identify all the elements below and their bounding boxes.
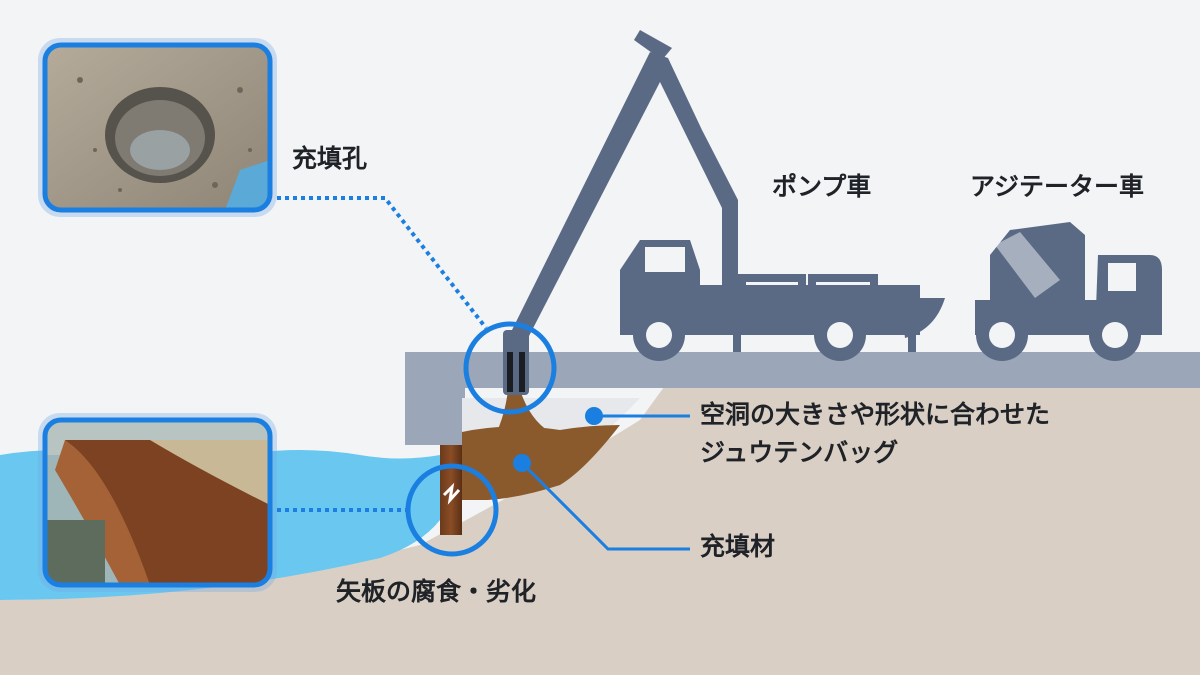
callout-circle-hole — [463, 321, 557, 415]
ground — [0, 365, 1200, 675]
pump-truck — [620, 240, 945, 361]
filling-material — [462, 425, 620, 500]
label-filling-material: 充填材 — [700, 532, 776, 561]
photo-sheet-pile — [38, 413, 277, 592]
leader-fill — [520, 461, 690, 551]
leader-hole — [277, 196, 488, 330]
quay-slab — [405, 352, 1200, 388]
agitator-truck — [975, 222, 1162, 361]
boom-hose — [503, 330, 529, 395]
quay-wall — [405, 388, 465, 445]
label-pump-truck: ポンプ車 — [772, 172, 872, 201]
label-bag-line2: ジュウテンバッグ — [700, 438, 899, 467]
label-bag-line1: 空洞の大きさや形状に合わせた — [700, 400, 1051, 429]
label-filling-hole: 充填孔 — [292, 144, 368, 173]
pump-boom — [512, 52, 738, 338]
photo-filling-hole — [38, 38, 277, 217]
filling-stream — [495, 390, 550, 436]
boom-tip — [634, 30, 672, 60]
label-sheet-pile: 矢板の腐食・劣化 — [336, 577, 537, 606]
crack-mark — [442, 482, 461, 505]
label-agitator-truck: アジテーター車 — [970, 172, 1145, 201]
